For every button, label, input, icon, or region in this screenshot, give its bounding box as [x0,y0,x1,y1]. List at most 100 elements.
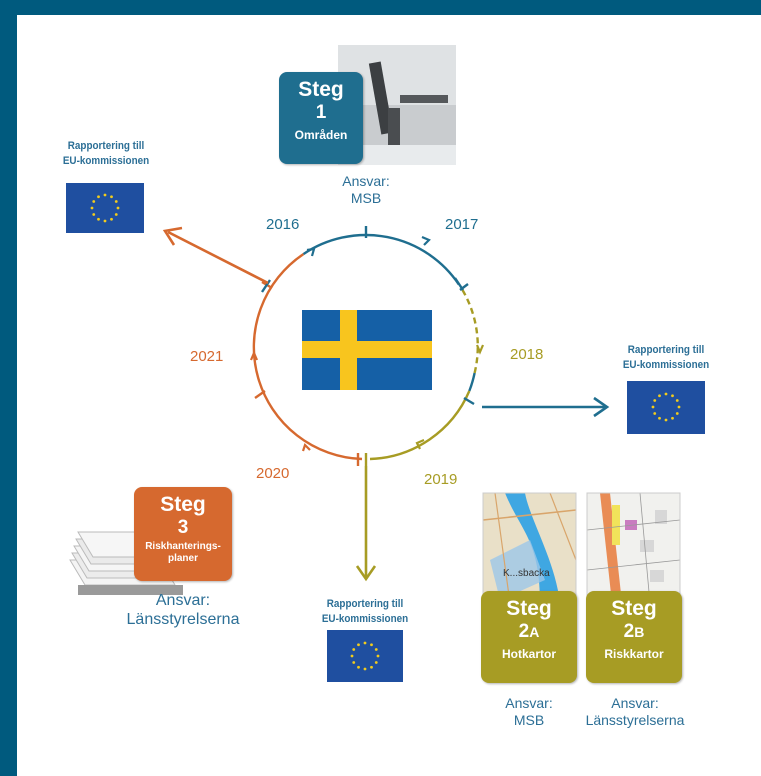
cycle-arrow-2017 [421,235,431,246]
year-2019: 2019 [424,471,458,488]
eu-star [114,200,118,203]
step2a-badge: Steg 2A Hotkartor [481,591,577,683]
step2a-ansvar: MSB [513,712,545,728]
sweden-flag [302,310,432,390]
eu-star [664,392,668,396]
cycle-arc-2019 [369,390,471,461]
year-2016: 2016 [266,216,300,233]
step2a-steg: Steg [506,597,552,620]
eu-star [103,219,107,223]
map-place-label: K...sbacka [503,568,550,579]
eu-star [90,206,94,210]
tick-left-lower [254,390,266,399]
hazard-map-image [482,492,577,604]
report-bottom-line1: Rapportering till [326,598,404,610]
arrow-to-report-top-left [162,226,269,285]
year-2018: 2018 [510,346,544,363]
step1-label: Områden [294,128,348,142]
step2b-ansvar: Länsstyrelserna [585,712,685,728]
eu-star [357,643,360,647]
eu-star [675,399,679,402]
step2a-ansvar-title: Ansvar: [505,695,553,711]
cycle-arrow-2018 [475,344,485,355]
eu-star [116,206,120,210]
arrow-to-report-bottom [355,466,377,582]
eu-flag-right [627,381,705,434]
step2b-label: Riskkartor [604,647,664,661]
cycle-arc-2018-dashed [461,289,479,374]
report-right-line1: Rapportering till [627,344,705,356]
eu-star [97,195,100,199]
risk-map-image [586,492,681,604]
arrow-to-report-right [482,396,610,418]
step2b-suffix: B [634,624,645,640]
step2a-label: Hotkartor [501,647,556,661]
step3-number: 3 [177,517,189,538]
step3-label-1: Riskhanterings- [145,541,221,552]
step3-ansvar-title: Ansvar: [155,592,211,609]
eu-star [92,213,96,216]
tick-2017-bar [459,283,469,291]
cycle-arc-orange [252,253,363,461]
eu-star [658,394,661,398]
eu-star [677,405,681,409]
step2a-num: 2 [518,621,530,642]
eu-star [110,217,113,221]
eu-star [110,195,113,199]
eu-star [671,416,674,420]
eu-star [374,661,378,664]
step3-ansvar: Länsstyrelserna [126,611,240,628]
cycle-arc-blue-right [468,372,476,392]
year-2020: 2020 [256,465,290,482]
step2a-number: 2A [481,621,577,643]
step2b-badge: Steg 2B Riskkartor [586,591,682,683]
step3-steg: Steg [160,493,206,516]
eu-star [651,405,655,409]
tick-left-upper-blue [261,279,271,293]
step1-ansvar-title: Ansvar: [342,173,390,189]
cycle-arc-blue-top [302,233,460,286]
report-bottom-line2: EU-kommissionen [321,613,409,625]
eu-star [370,665,373,669]
eu-star [653,412,657,415]
eu-star [374,648,378,651]
step2b-num: 2 [623,621,635,642]
eu-star [376,654,380,658]
eu-star [658,416,661,420]
eu-star [363,667,367,671]
eu-star [363,641,367,645]
eu-flag-bottom [327,630,403,682]
step2b-steg: Steg [611,597,657,620]
eu-star [103,193,107,197]
report-right-line2: EU-kommissionen [622,359,710,371]
eu-star [653,399,657,402]
eu-star [664,418,668,422]
eu-star [370,643,373,647]
eu-star [675,412,679,415]
step3-badge: Steg 3 Riskhanterings- planer [134,487,232,581]
cycle-arrow-2020 [301,442,311,452]
eu-star [92,200,96,203]
cycle-arrow-2021 [249,350,259,361]
step1-ansvar: MSB [350,190,382,206]
eu-star [350,654,354,658]
eu-star [352,648,356,651]
year-2021: 2021 [190,348,224,365]
eu-star [114,213,118,216]
year-2017: 2017 [445,216,479,233]
eu-star [671,394,674,398]
eu-flag-top-left [66,183,144,233]
cycle-arrow-2016 [306,247,316,257]
report-top-left-line1: Rapportering till [67,140,145,152]
step2b-number: 2B [586,621,682,643]
cycle-arrow-2019 [415,438,425,450]
report-top-left-line2: EU-kommissionen [62,155,150,167]
step1-badge: Steg 1 Områden [279,72,363,164]
eu-star [357,665,360,669]
eu-star [352,661,356,664]
tick-right [463,396,475,406]
step3-label-2: planer [167,553,198,564]
step1-steg: Steg [298,78,344,101]
step2a-suffix: A [529,624,540,640]
eu-star [97,217,100,221]
